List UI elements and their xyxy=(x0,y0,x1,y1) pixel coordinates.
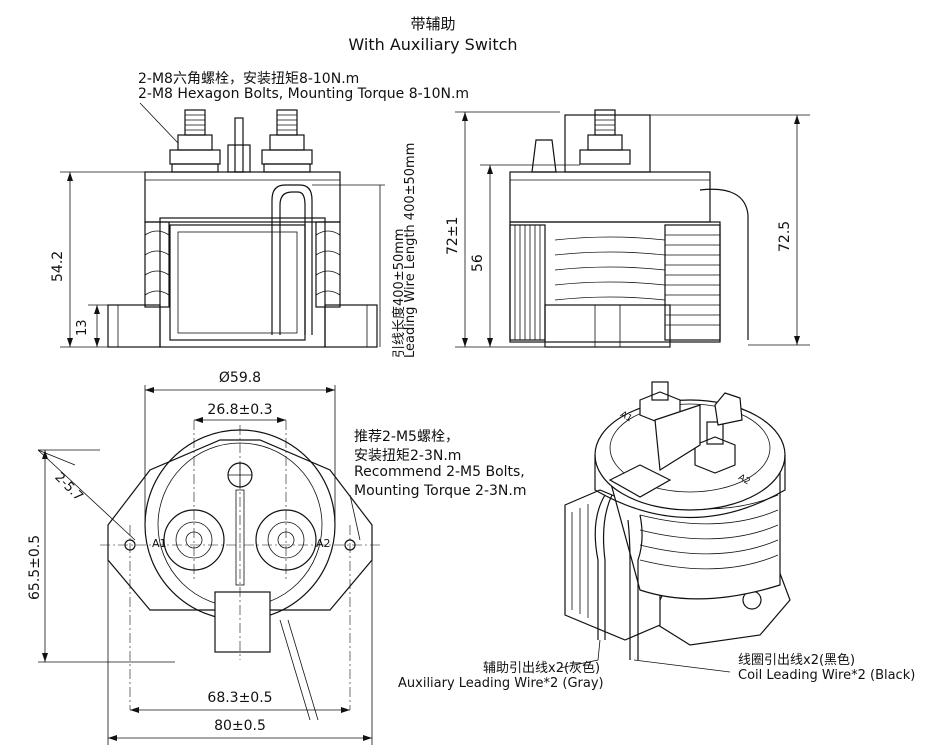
front-bolt-left xyxy=(169,109,221,173)
top-wires xyxy=(279,619,319,721)
front-coil-body xyxy=(159,217,326,348)
front-left-flange xyxy=(107,304,161,348)
top-bottom-box xyxy=(214,591,271,653)
front-bolt-right xyxy=(261,109,313,173)
front-top-cap xyxy=(144,171,341,223)
front-wire-2 xyxy=(279,191,306,335)
top-dim-terminal-spacing: 26.8±0.3 xyxy=(207,402,273,418)
front-wire-length-en: Leading Wire Length 400±50mm xyxy=(403,142,418,358)
top-screw-note-en-1: Recommend 2-M5 Bolts, xyxy=(354,464,525,480)
iso-bolt-a2 xyxy=(694,436,736,474)
top-dim-width: 80±0.5 xyxy=(214,718,266,734)
side-aux-cone xyxy=(531,139,557,173)
top-screw-note-en-2: Mounting Torque 2-3N.m xyxy=(354,483,527,499)
iso-aux-cone xyxy=(714,392,743,426)
iso-aux-wire-cn: 辅助引出线x2(灰色) xyxy=(483,661,601,676)
iso-coil-wire-1 xyxy=(627,519,631,660)
top-dim-diameter: Ø59.8 xyxy=(218,370,262,386)
top-label-a1: A1 xyxy=(152,537,167,550)
iso-coil-wire-en: Coil Leading Wire*2 (Black) xyxy=(738,668,916,683)
front-wire-1 xyxy=(271,184,313,335)
front-bolt-leader xyxy=(139,102,179,144)
side-dim-total: 72±1 xyxy=(445,216,461,255)
side-coil-ribs xyxy=(509,224,721,341)
iso-aux-plate xyxy=(654,404,701,472)
side-dim-body: 56 xyxy=(470,254,486,272)
front-right-flange xyxy=(324,304,378,348)
side-bolt xyxy=(579,149,631,165)
top-label-a2: A2 xyxy=(316,537,331,550)
front-bolt-note-cn: 2-M8六角螺栓，安装扭矩8-10N.m xyxy=(138,71,360,87)
top-dim-depth: 65.5±0.5 xyxy=(27,534,43,600)
iso-aux-wire-en: Auxiliary Leading Wire*2 (Gray) xyxy=(398,676,604,691)
side-top-cap xyxy=(509,171,711,223)
iso-view-drawing xyxy=(559,381,791,673)
side-dim-wire: 72.5 xyxy=(777,220,793,252)
top-screw-note-cn-1: 推荐2-M5螺栓， xyxy=(354,429,459,445)
title-en: With Auxiliary Switch xyxy=(348,35,518,54)
iso-coil-wire-cn: 线圈引出线x2(黑色) xyxy=(738,653,856,668)
top-mount-plate xyxy=(107,439,373,611)
title-cn: 带辅助 xyxy=(410,15,456,33)
side-base xyxy=(544,304,671,348)
front-bolt-note-en: 2-M8 Hexagon Bolts, Mounting Torque 8-10… xyxy=(138,86,470,102)
top-dim-mount-spacing: 68.3±0.5 xyxy=(207,690,273,706)
front-dim-base: 13 xyxy=(75,319,90,336)
iso-aux-wire-1 xyxy=(594,494,606,640)
side-wire xyxy=(699,188,749,340)
top-screw-note-cn-2: 安装扭矩2-3N.m xyxy=(354,448,462,464)
front-aux-box xyxy=(169,224,306,341)
front-dim-height: 54.2 xyxy=(50,250,66,282)
top-view-drawing xyxy=(37,385,380,745)
